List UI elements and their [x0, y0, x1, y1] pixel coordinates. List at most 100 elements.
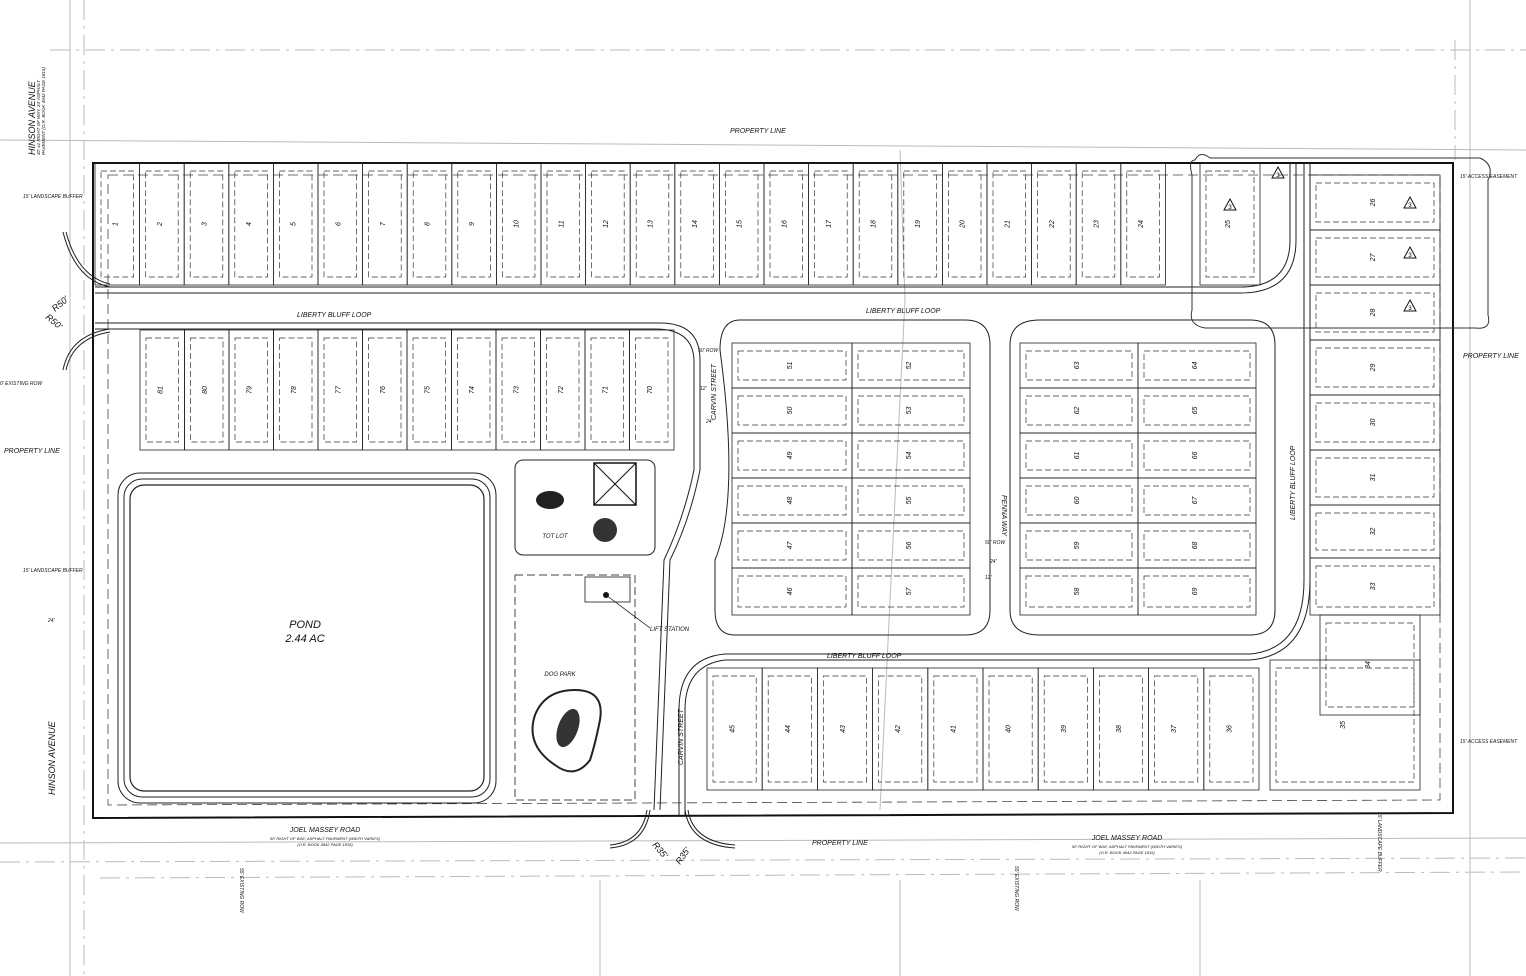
lift-station-label: LIFT STATION — [650, 627, 690, 633]
lot-number: 15 — [737, 220, 744, 228]
building-envelope — [857, 395, 965, 426]
lot-number: 22 — [1049, 220, 1056, 229]
building-envelope — [591, 170, 625, 278]
building-envelope — [1143, 350, 1251, 381]
building-envelope — [737, 530, 847, 561]
lot: 80 — [184, 329, 230, 451]
lot-number: 31 — [1370, 474, 1377, 482]
lot: 11 — [540, 162, 586, 286]
building-envelope — [857, 350, 965, 381]
lot: 31 — [1309, 449, 1441, 506]
building-envelope — [1315, 457, 1435, 498]
building-envelope — [1143, 485, 1251, 516]
lot: 42 — [872, 667, 929, 791]
existing-row-bottom-mid: 55' EXISTING ROW — [1013, 866, 1019, 912]
lot-number: 8 — [425, 222, 432, 226]
lot-number: 49 — [787, 452, 794, 460]
building-envelope — [502, 170, 536, 278]
lot: 37 — [1148, 667, 1205, 791]
lot-number: 81 — [157, 386, 164, 394]
lot: 20 — [942, 162, 988, 286]
building-envelope — [1315, 512, 1435, 551]
building-envelope — [368, 337, 402, 443]
lot: 35 — [1269, 659, 1421, 791]
building-envelope — [1315, 182, 1435, 223]
lot: 65 — [1137, 387, 1257, 434]
lot: 47 — [731, 522, 853, 569]
building-envelope — [501, 337, 535, 443]
lot-number: 21 — [1004, 220, 1011, 229]
lot: 49 — [731, 432, 853, 479]
building-envelope — [737, 485, 847, 516]
lot-number: 39 — [1061, 725, 1068, 733]
building-envelope — [857, 440, 965, 471]
dog-park: DOG PARK LIFT STATION — [514, 574, 690, 801]
building-envelope — [1025, 440, 1133, 471]
lot: 70 — [629, 329, 675, 451]
lot: 22 — [1031, 162, 1077, 286]
building-envelope — [457, 170, 491, 278]
lot: 40 — [982, 667, 1039, 791]
building-envelope — [145, 337, 179, 443]
building-envelope — [1205, 170, 1255, 278]
lot-number: 1 — [112, 222, 119, 226]
lot: 8 — [406, 162, 453, 286]
lot-number: 75 — [424, 386, 431, 394]
lot-number: 73 — [513, 386, 520, 394]
tot-lot-label: TOT LOT — [542, 534, 569, 540]
lot: 14 — [674, 162, 720, 286]
lot: 30 — [1309, 394, 1441, 451]
building-envelope — [1209, 675, 1254, 783]
lot: 50 — [731, 387, 853, 434]
building-envelope — [992, 170, 1026, 278]
street-liberty-bluff-loop: LIBERTY BLUFF LOOP — [866, 308, 941, 315]
road-joel-massey-desc: 50' RIGHT OF WAY, ASPHALT PAVEMENT (WIDT… — [270, 836, 381, 841]
landscape-buffer-bottom: 15' LANDSCAPE BUFFER — [1376, 812, 1382, 872]
building-envelope — [100, 170, 134, 278]
building-envelope — [712, 675, 757, 783]
building-envelope — [546, 170, 580, 278]
pond-label: POND — [289, 619, 321, 631]
lot: 60 — [1019, 477, 1139, 524]
lot-number: 5 — [291, 222, 298, 226]
lot: 32 — [1309, 504, 1441, 559]
dog-park-label: DOG PARK — [544, 672, 576, 678]
dimension-row: 50' ROW — [985, 540, 1006, 546]
lot: 38 — [1093, 667, 1150, 791]
lot-number: 25 — [1225, 220, 1232, 229]
building-envelope — [234, 170, 268, 278]
lot-number: 26 — [1370, 199, 1377, 208]
lot: 71 — [584, 329, 630, 451]
building-envelope — [948, 170, 982, 278]
building-envelope — [737, 350, 847, 381]
lot: 57 — [851, 567, 971, 616]
landscape-buffer-line — [107, 174, 1441, 806]
street-liberty-bluff-loop: LIBERTY BLUFF LOOP — [1290, 445, 1297, 520]
building-envelope — [767, 675, 812, 783]
building-envelope — [368, 170, 402, 278]
lot-number: 19 — [915, 220, 922, 228]
lot: 66 — [1137, 432, 1257, 479]
lot-boundary — [629, 329, 675, 451]
lot-number: 76 — [380, 386, 387, 394]
lot: 4 — [228, 162, 274, 286]
building-envelope — [858, 170, 893, 278]
lot-boundary — [1269, 659, 1421, 791]
lot-number: 67 — [1192, 496, 1199, 505]
dimension-row: 50' ROW — [698, 348, 719, 354]
landscape-buffer-mid: 15' LANDSCAPE BUFFER — [23, 568, 83, 574]
lot-number: 58 — [1074, 588, 1081, 596]
lot-number: 12 — [603, 220, 610, 228]
lot-number: 66 — [1192, 452, 1199, 460]
dimension: 24' — [47, 618, 56, 624]
building-envelope — [1315, 292, 1435, 333]
building-envelope — [1143, 395, 1251, 426]
lot-number: 7 — [380, 221, 387, 226]
lot-boundary — [851, 567, 971, 616]
building-envelope — [1315, 237, 1435, 278]
lot: 44 — [761, 667, 818, 791]
hinson-avenue-top-desc: 40' ±1 RIGHT OF WAY, 24' ASPHALT — [36, 79, 41, 155]
building-envelope — [412, 337, 446, 443]
